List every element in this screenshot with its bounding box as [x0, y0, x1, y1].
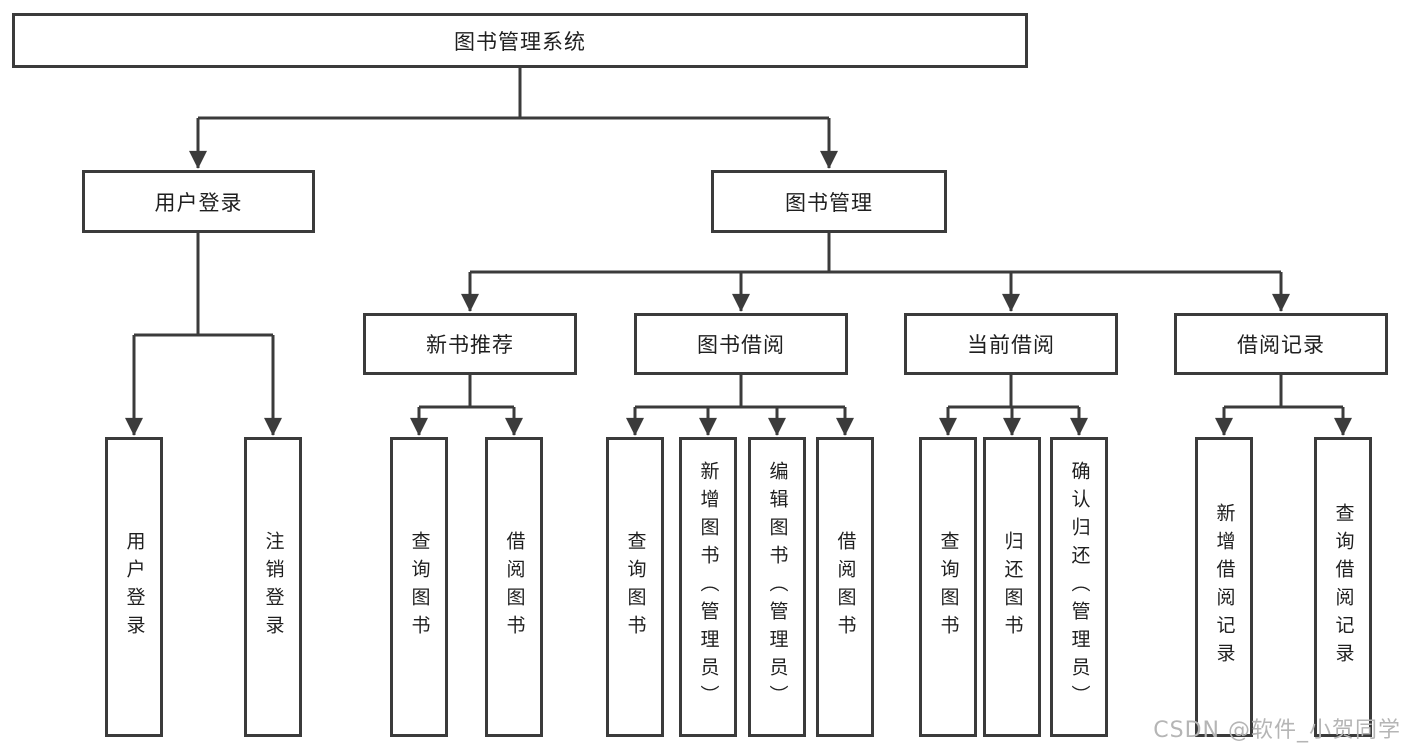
leaf-query-books-under-current: 查询图书 — [919, 437, 977, 737]
node-current-borrowing: 当前借阅 — [904, 313, 1118, 375]
node-root-system: 图书管理系统 — [12, 13, 1028, 68]
leaf-add-borrow-record: 新增借阅记录 — [1195, 437, 1253, 737]
csdn-watermark: CSDN @软件_小贺同学 — [1153, 718, 1401, 743]
leaf-query-books-under-borrowing: 查询图书 — [606, 437, 664, 737]
leaf-borrow-books-under-borrowing: 借阅图书 — [816, 437, 874, 737]
node-book-management: 图书管理 — [711, 170, 947, 233]
leaf-logout: 注销登录 — [244, 437, 302, 737]
node-book-borrowing: 图书借阅 — [634, 313, 848, 375]
node-borrowing-records: 借阅记录 — [1174, 313, 1388, 375]
leaf-user-login: 用户登录 — [105, 437, 163, 737]
leaf-query-books-under-recommend: 查询图书 — [390, 437, 448, 737]
leaf-borrow-books-under-recommend: 借阅图书 — [485, 437, 543, 737]
node-user-login: 用户登录 — [82, 170, 315, 233]
leaf-query-borrow-record: 查询借阅记录 — [1314, 437, 1372, 737]
node-new-book-recommend: 新书推荐 — [363, 313, 577, 375]
leaf-confirm-return-admin: 确认归还（管理员） — [1050, 437, 1108, 737]
leaf-return-book: 归还图书 — [983, 437, 1041, 737]
leaf-add-book-admin: 新增图书（管理员） — [679, 437, 737, 737]
leaf-edit-book-admin: 编辑图书（管理员） — [748, 437, 806, 737]
